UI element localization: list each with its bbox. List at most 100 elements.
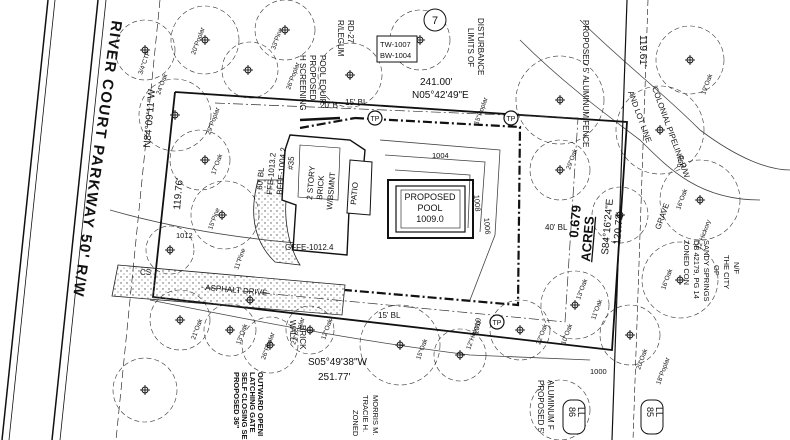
land-lot-line-label: AND LOT LINE <box>626 90 653 144</box>
rlegum-label: R/LEGUM <box>336 20 345 57</box>
tree-label: 12"Oak <box>320 317 334 340</box>
colonial-pipeline-label: COLONIAL PIPELINE R/W <box>650 86 692 180</box>
gate-note-1: PROPOSED 36" <box>232 372 241 429</box>
tree-label: 13"Oak <box>575 277 589 300</box>
setback-lines <box>199 102 579 323</box>
gate-note-2: SELF CLOSING SELF <box>240 372 249 440</box>
tree-label: 10"Oak <box>560 322 574 345</box>
city-line-1: N/F <box>732 262 741 275</box>
tree-label: 15"Poplar <box>473 96 490 126</box>
land-lot-86-ll: LL <box>576 407 586 417</box>
land-lot-markers: LL 86 LL 85 <box>562 399 664 435</box>
tree-label: 18"Poplar <box>655 356 672 386</box>
city-line-4: SANDY SPRINGS <box>702 240 711 302</box>
tp-marker: TP <box>371 116 380 123</box>
house-type-line1: 2 STORY <box>305 165 317 200</box>
property-boundary <box>152 91 628 352</box>
bottom-of-wall: BW-1004 <box>380 51 411 60</box>
house-type-line2: BRICK <box>315 174 326 200</box>
tree-label: 3/4"CTP <box>137 50 152 75</box>
tree-label: 29"Oak <box>565 147 579 170</box>
morris-line-2: TRACIE H. <box>361 395 370 432</box>
south-bearing: S05°49'38"W <box>308 357 367 368</box>
pool-equipment-2: POOL EQUIP. <box>318 55 327 105</box>
top-of-wall: TW-1007 <box>380 40 411 49</box>
north-distance: 241.00' <box>420 77 453 88</box>
brick-wall-2: WALL <box>288 320 297 342</box>
morris-line-3: ZONED <box>351 410 360 437</box>
north-bearing: N05°42'49"E <box>412 90 469 101</box>
pool-title: PROPOSED <box>404 192 456 202</box>
house-bffe: BFFE-1004.2 <box>275 146 288 195</box>
tree-label: 17"Oak <box>210 152 224 175</box>
lot-area: 0.679 ACRES <box>566 205 597 263</box>
contour-labels: 1004 1006 1008 1010 1012 990 1000 <box>176 151 686 376</box>
lot-number-marker: 7 <box>423 8 447 32</box>
area-units: ACRES <box>578 215 597 262</box>
limits-label-2: DISTURBANCE <box>476 18 485 75</box>
sixty-bl: 60' BL <box>255 166 266 190</box>
house-ffe: FFE-1013.2 <box>265 152 278 195</box>
house-lot-number: #35 <box>286 156 296 171</box>
west-bearing: N84°09'11"W <box>142 88 158 148</box>
tree-label: 21"Oak <box>190 317 204 340</box>
pool-elevation: 1009.0 <box>416 214 444 224</box>
city-line-5: DB 42179, PG 14 <box>692 240 701 299</box>
land-lot-86: 86 <box>567 407 577 417</box>
gate-note-4: OUTWARD OPENI <box>256 372 265 436</box>
bl-east: 40' BL <box>545 223 568 232</box>
contour-1000: 1000 <box>590 367 607 376</box>
south-distance: 251.77' <box>318 372 351 383</box>
contour-1006: 1006 <box>482 217 492 234</box>
grave-label: GRAVE <box>653 202 671 231</box>
contour-990: 990 <box>675 154 686 168</box>
tree-label: 16"Oak <box>675 187 689 210</box>
patio <box>346 159 373 216</box>
gate-note: PROPOSED 36" SELF CLOSING SELF LATCHING … <box>232 372 265 440</box>
tree-label: 16"Oak <box>660 267 674 290</box>
boundary-dimensions: 241.00' N05°42'49"E N84°09'11"W 119.76' … <box>142 35 648 383</box>
morris-line-1: MORRIS M. <box>371 395 380 435</box>
retaining-wall <box>299 116 341 122</box>
limits-of-disturbance <box>299 116 522 307</box>
tree-label: 15"Pine <box>207 207 221 231</box>
road-edges <box>1 0 161 440</box>
right-boundary-lines <box>611 0 649 440</box>
gate-note-3: LATCHING GATE <box>248 372 257 433</box>
contour-1012: 1012 <box>176 231 193 240</box>
contour-1008: 1008 <box>472 194 482 211</box>
top-right-distance: 119.61' <box>637 35 648 67</box>
tree-label: 20"Oak <box>635 347 649 370</box>
house-footprint <box>281 134 366 256</box>
road-name: RIVER COURT PARKWAY 50' R/W <box>69 19 125 298</box>
bl-south: 15' BL <box>378 311 401 320</box>
proposed-pool <box>387 179 474 239</box>
asphalt-drive <box>111 264 346 316</box>
contour-1004: 1004 <box>432 151 449 160</box>
lot-number: 7 <box>432 15 438 27</box>
tree-label: 29"Poplar <box>205 106 222 136</box>
tree-symbols <box>140 25 705 395</box>
pool-subtitle: POOL <box>417 203 442 213</box>
house-gffe: GFFE-1012.4 <box>285 243 334 252</box>
wall-elevations-box: TW-1007 BW-1004 <box>376 35 418 63</box>
tree-label: 11"Pine <box>233 247 247 270</box>
patio-label: PATIO <box>349 182 360 206</box>
area-value: 0.679 <box>566 205 584 239</box>
pool-labels: PROPOSED POOL 1009.0 <box>404 192 456 224</box>
city-line-3: OF <box>712 265 721 276</box>
cs-label: CS <box>140 268 151 277</box>
city-line-2: THE CITY <box>722 255 731 289</box>
rd27-label: RD-27 <box>346 20 355 44</box>
adjoining-owner-city: N/F THE CITY OF SANDY SPRINGS DB 42179, … <box>682 240 741 302</box>
tree-label: 26"Poplar <box>260 331 277 361</box>
city-line-6: ZONED CON <box>682 240 691 285</box>
tree-label: 13"Oak <box>235 322 249 345</box>
bl-west: 20' B <box>320 101 338 110</box>
limits-label-1: LIMITS OF <box>466 28 475 67</box>
house-type-line3: W/BSMNT <box>325 172 337 211</box>
tree-label: 19"Oak <box>700 72 714 95</box>
fence-south-label-2: ALUMINUM F <box>546 380 555 430</box>
bl-north: 15' BL <box>345 98 368 107</box>
